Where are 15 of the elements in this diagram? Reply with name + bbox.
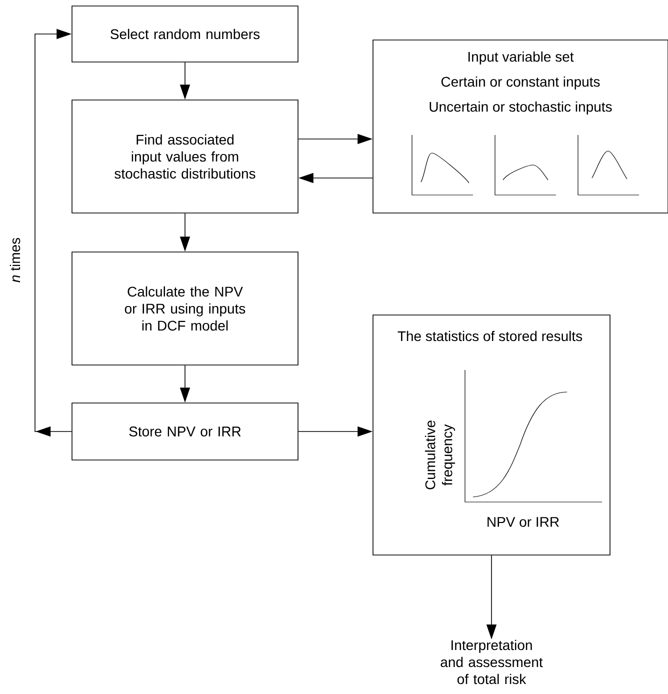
- heading-text: Certain or constant inputs: [441, 76, 600, 90]
- heading-text: Uncertain or stochastic inputs: [430, 101, 612, 115]
- panel-box: [372, 40, 668, 214]
- result-text: Interpretation and assessment of total risk: [440, 640, 543, 684]
- axis-title: Cumulative frequency: [424, 420, 456, 490]
- heading-text: The statistics of stored results: [398, 330, 582, 342]
- process-box: Calculate the NPV or IRR using inputs in DCF model: [72, 252, 298, 366]
- process-box: Select random numbers: [72, 6, 298, 62]
- panel-box: [372, 314, 610, 556]
- edge-label: n times: [8, 236, 22, 284]
- arrow: [34, 28, 72, 437]
- heading-text: Input variable set: [468, 51, 574, 65]
- axis-title: NPV or IRR: [488, 517, 559, 527]
- process-box: Find associated input values from stochastic distributions: [72, 100, 298, 214]
- process-box: Store NPV or IRR: [72, 402, 298, 460]
